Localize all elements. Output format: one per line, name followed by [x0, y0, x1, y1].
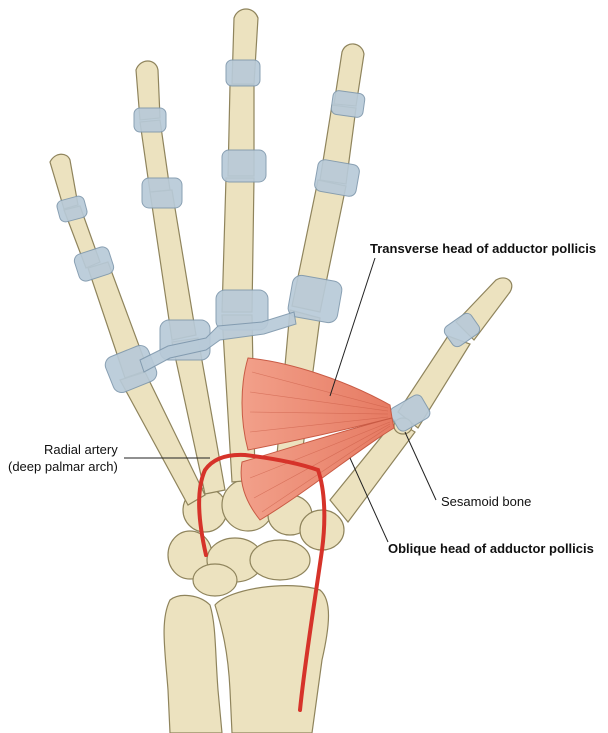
label-radial-artery-line2: (deep palmar arch)	[8, 459, 118, 474]
radius-bone	[214, 585, 330, 733]
little-dip-capsule	[56, 195, 88, 223]
leader-lines	[124, 257, 437, 543]
forearm-bones	[163, 585, 330, 733]
leader-oblique-head	[349, 457, 389, 543]
thumb-metacarpal	[329, 419, 416, 523]
index-pip-capsule	[314, 159, 360, 197]
ulna-bone	[163, 594, 223, 733]
finger-bones	[49, 8, 513, 523]
label-sesamoid-bone: Sesamoid bone	[441, 494, 532, 509]
deep-transverse-metacarpal-ligament	[139, 311, 297, 373]
thumb-ip-capsule	[443, 312, 481, 348]
label-transverse-head: Transverse head of adductor pollicis	[370, 241, 597, 256]
carpal-bones	[167, 478, 345, 597]
label-radial-artery-line1: Radial artery	[44, 442, 118, 457]
index-mcp-capsule	[287, 274, 343, 324]
leader-sesamoid-bone	[404, 431, 437, 501]
ring-proximal-phalanx	[149, 189, 197, 341]
leader-transverse-head	[329, 257, 376, 397]
triquetrum-bone	[192, 563, 238, 597]
thumb-mcp-capsule	[389, 394, 431, 432]
middle-dip-capsule	[225, 59, 261, 87]
label-oblique-head: Oblique head of adductor pollicis	[388, 541, 594, 556]
index-dip-capsule	[330, 90, 366, 118]
little-pip-capsule	[73, 246, 115, 282]
transverse-head-muscle	[241, 357, 393, 451]
radial-artery	[197, 452, 327, 712]
scaphoid-bone	[249, 539, 311, 581]
ring-dip-capsule	[133, 107, 167, 133]
ring-pip-capsule	[141, 177, 183, 209]
adductor-pollicis-muscle	[240, 357, 395, 521]
middle-pip-capsule	[221, 149, 267, 183]
ligaments	[56, 59, 481, 432]
